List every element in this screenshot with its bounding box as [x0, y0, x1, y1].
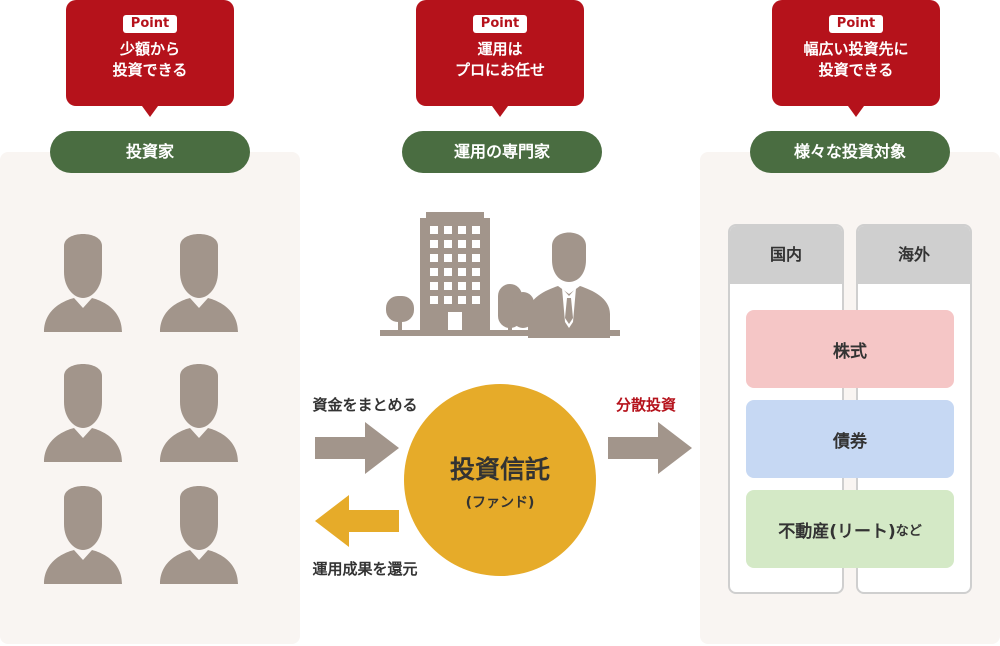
collect-arrow-icon — [315, 422, 399, 474]
person-silhouette-icon — [44, 234, 122, 332]
callout-line: 運用は — [477, 40, 523, 58]
fund-subtitle: (ファンド) — [465, 495, 535, 511]
asset-realestate: 不動産(リート)など — [746, 490, 954, 568]
point-callout-professional: Point 運用は プロにお任せ — [416, 0, 584, 117]
person-silhouette-icon — [160, 486, 238, 584]
investors-label: 投資家 — [50, 131, 250, 173]
asset-stocks: 株式 — [746, 310, 954, 388]
return-results-label: 運用成果を還元 — [312, 560, 418, 578]
person-silhouette-icon — [44, 364, 122, 462]
businessman-icon — [528, 232, 610, 338]
diversified-investment-label: 分散投資 — [615, 396, 676, 414]
point-badge: Point — [828, 15, 884, 33]
callout-line: 投資できる — [112, 61, 188, 79]
point-callout-diversified: Point 幅広い投資先に 投資できる — [772, 0, 940, 117]
fund-circle: 投資信託 (ファンド) — [404, 384, 596, 576]
tree-icon — [386, 284, 534, 332]
callout-text: 幅広い投資先に 投資できる — [772, 39, 940, 81]
person-silhouette-icon — [44, 486, 122, 584]
distribute-arrow-icon — [608, 422, 692, 474]
point-badge: Point — [472, 15, 528, 33]
targets-label: 様々な投資対象 — [750, 131, 950, 173]
asset-realestate-suffix: など — [895, 523, 922, 539]
callout-text: 少額から 投資できる — [66, 39, 234, 81]
investors-panel — [0, 152, 300, 644]
point-callout-small-investment: Point 少額から 投資できる — [66, 0, 234, 117]
fund-title: 投資信託 — [449, 455, 550, 484]
callout-line: プロにお任せ — [454, 61, 545, 79]
callout-line: 投資できる — [818, 61, 894, 79]
person-silhouette-icon — [160, 364, 238, 462]
experts-label: 運用の専門家 — [402, 131, 602, 173]
asset-bonds: 債券 — [746, 400, 954, 478]
expert-illustration — [380, 212, 620, 338]
callout-line: 少額から — [119, 40, 180, 58]
callout-line: 幅広い投資先に — [803, 40, 909, 58]
callout-text: 運用は プロにお任せ — [416, 39, 584, 81]
office-building-icon — [420, 212, 490, 330]
asset-stocks-label: 株式 — [833, 341, 867, 362]
point-badge: Point — [122, 15, 178, 33]
investors-group — [44, 234, 238, 584]
ground-line — [380, 330, 620, 336]
asset-bonds-label: 債券 — [833, 431, 867, 452]
return-arrow-icon — [315, 495, 399, 547]
domestic-header: 国内 — [730, 226, 842, 284]
collect-funds-label: 資金をまとめる — [312, 396, 418, 414]
overseas-header: 海外 — [858, 226, 970, 284]
person-silhouette-icon — [160, 234, 238, 332]
asset-realestate-label: 不動産(リート) — [778, 521, 896, 542]
